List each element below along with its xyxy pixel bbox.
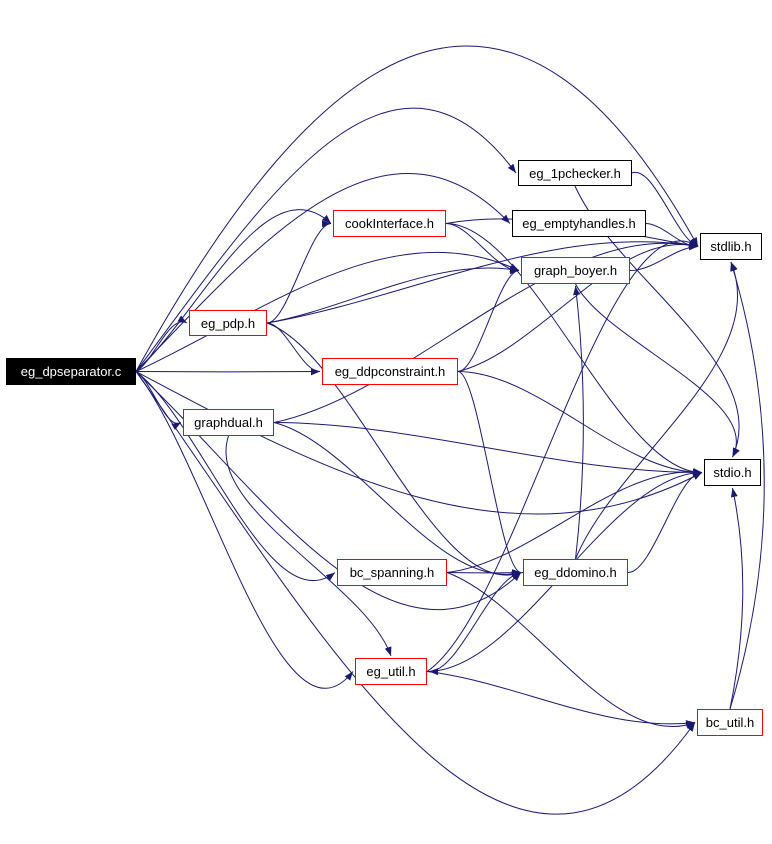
edge-cookInterface-to-graph_boyer [445,223,520,275]
edge-graphdual-to-stdio [273,422,703,477]
edge-eg_ddomino-to-stdio [627,469,703,574]
edge-eg_dpseparator-to-cookInterface [135,209,332,372]
node-eg-emptyhandles-h[interactable]: eg_emptyhandles.h [512,210,646,237]
edge-eg_dpseparator-to-stdio [135,371,703,515]
node-eg-util-h[interactable]: eg_util.h [355,658,427,685]
edge-eg_pdp-to-eg_ddpconstraint [266,322,321,376]
edge-eg_ddomino-to-graph_boyer [573,285,584,560]
edge-eg_emptyhandles-to-stdlib [645,223,699,251]
node-eg-ddpconstraint-h[interactable]: eg_ddpconstraint.h [322,358,458,385]
edge-graph_boyer-to-stdio [575,283,740,458]
edge-eg_dpseparator-to-eg_pdp [135,315,188,372]
edge-eg_pdp-to-graph_boyer [266,265,520,324]
node-eg-pdp-h[interactable]: eg_pdp.h [189,310,267,336]
edge-eg_dpseparator-to-bc_util [135,371,696,815]
edge-graphdual-to-stdlib [273,241,699,423]
edge-eg_pdp-to-stdlib [266,241,699,324]
edge-eg_ddomino-to-eg_util [428,572,524,676]
edge-graph_boyer-to-stdlib [629,243,699,272]
node-stdlib-h[interactable]: stdlib.h [700,233,762,260]
node-eg-ddomino-h[interactable]: eg_ddomino.h [523,559,628,586]
edge-eg_util-to-stdlib [426,238,699,672]
node-cookinterface-h[interactable]: cookInterface.h [333,210,446,237]
edge-bc_util-to-stdio [729,487,744,710]
node-eg-dpseparator-c[interactable]: eg_dpseparator.c [6,358,136,385]
edge-eg_dpseparator-to-bc_spanning [135,371,336,582]
edge-eg_dpseparator-to-eg_ddomino [135,371,522,610]
edge-eg_dpseparator-to-eg_emptyhandles [135,173,511,372]
node-graphdual-h[interactable]: graphdual.h [183,409,274,436]
node-graph-boyer-h[interactable]: graph_boyer.h [521,257,630,284]
edge-graphdual-to-eg_ddomino [273,422,522,579]
edge-eg_dpseparator-to-graphdual [135,371,182,430]
edge-eg_ddomino-to-stdlib [575,261,738,560]
edge-eg_ddpconstraint-to-graph_boyer [457,267,520,373]
node-bc-util-h[interactable]: bc_util.h [697,709,763,736]
edge-bc_spanning-to-stdio [446,468,703,573]
node-eg-1pchecker-h[interactable]: eg_1pchecker.h [518,160,632,186]
edge-graphdual-to-eg_util [225,435,392,657]
edge-eg_ddpconstraint-to-eg_ddomino [457,371,522,577]
node-stdio-h[interactable]: stdio.h [704,459,761,486]
node-bc-spanning-h[interactable]: bc_spanning.h [337,559,447,586]
edge-eg_ddpconstraint-to-stdio [457,371,703,477]
edge-eg_util-to-bc_util [426,671,696,728]
edge-bc_spanning-to-bc_util [446,572,696,729]
edge-eg_pdp-to-cookInterface [266,220,332,324]
